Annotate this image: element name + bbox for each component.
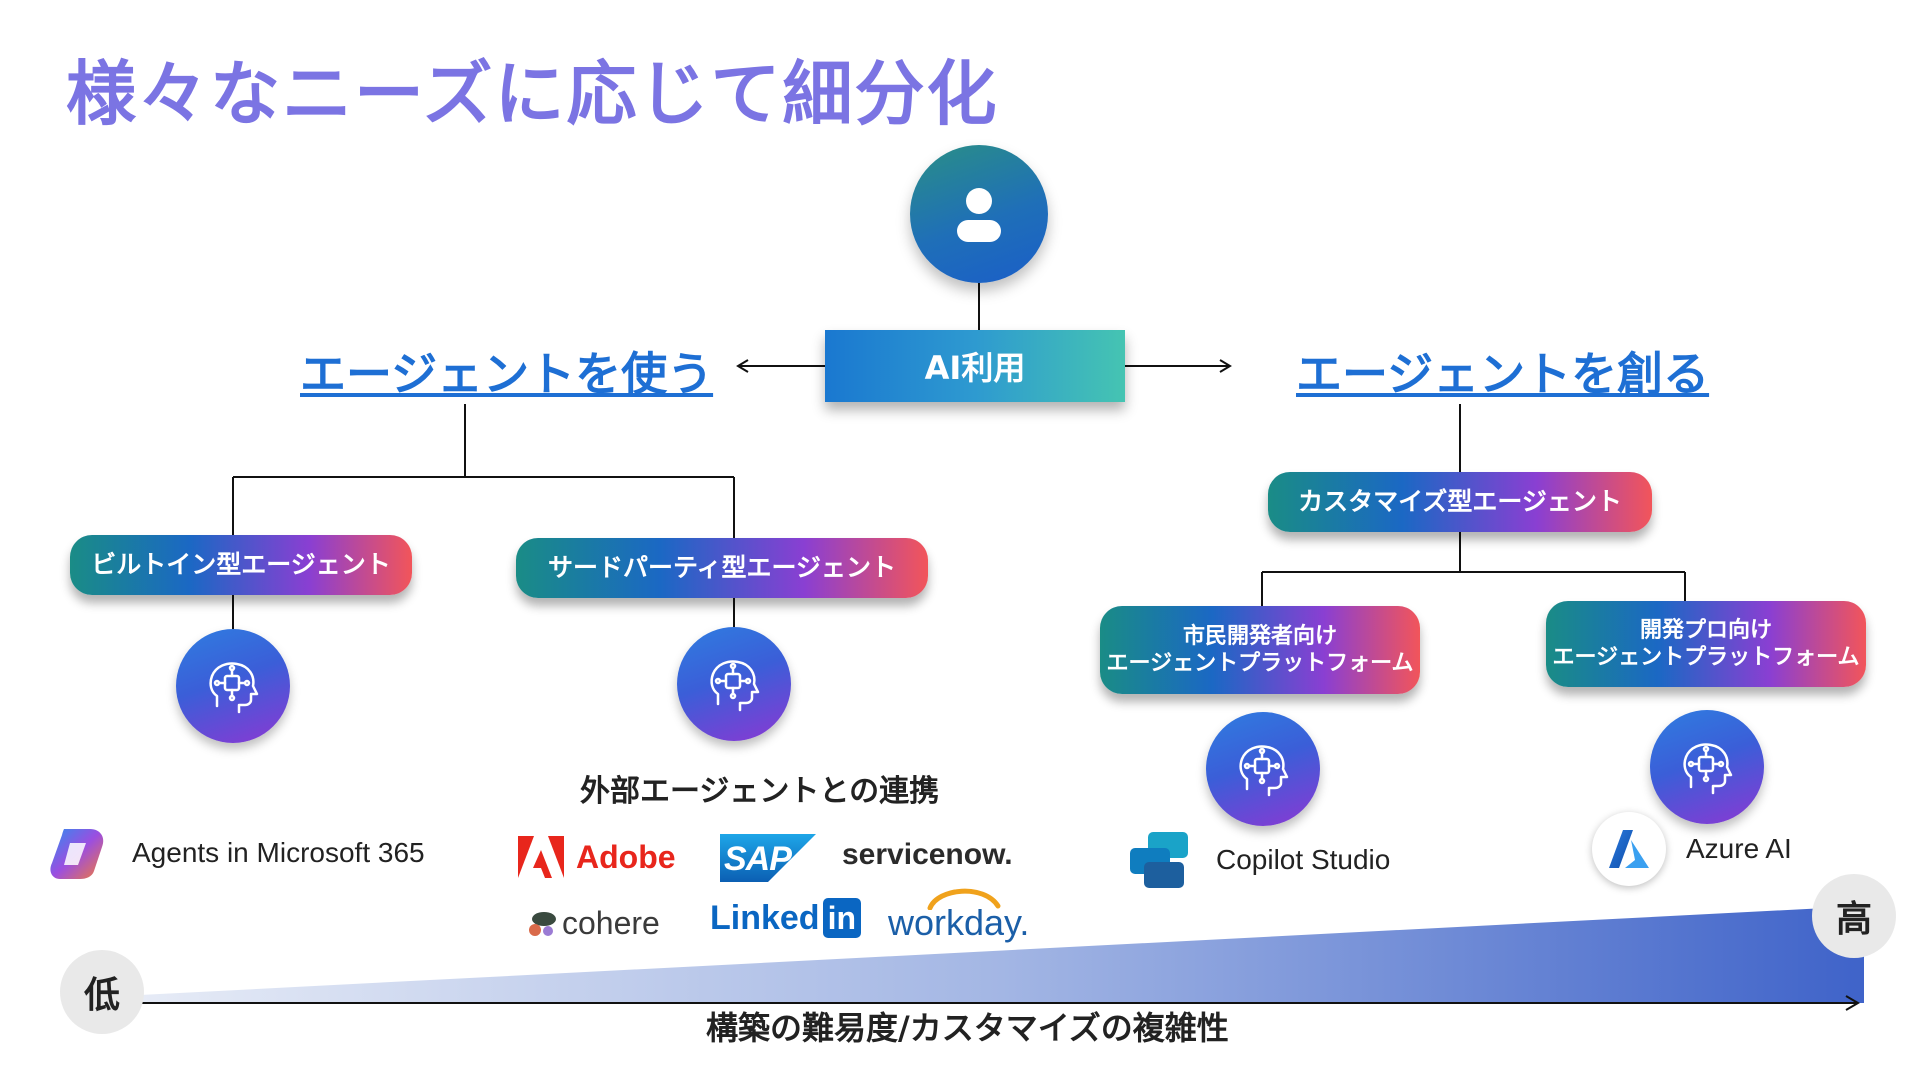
developer-pill-line1: 開発プロ向け — [1639, 617, 1772, 643]
developer-platform-pill: 開発プロ向け エージェントプラットフォーム — [1546, 601, 1866, 687]
builtin-agent-pill: ビルトイン型エージェント — [70, 535, 412, 595]
azure-badge — [1592, 812, 1666, 886]
copilot-studio-icon — [1130, 832, 1188, 888]
microsoft-365-copilot-icon — [50, 829, 104, 879]
ai-brain-icon — [1239, 745, 1289, 797]
adobe-label: Adobe — [576, 838, 676, 875]
builtin-brain-badge — [176, 629, 290, 743]
citizen-pill-line2: エージェントプラットフォーム — [1106, 651, 1414, 676]
page-title: 様々なニーズに応じて細分化 — [66, 53, 999, 135]
adobe-icon — [518, 836, 564, 878]
citizen-pill-line1: 市民開発者向け — [1182, 623, 1337, 649]
azure-icon — [1609, 830, 1649, 868]
citizen-platform-pill: 市民開発者向け エージェントプラットフォーム — [1100, 606, 1420, 694]
m365-label: Agents in Microsoft 365 — [132, 837, 425, 868]
use-agent-link[interactable]: エージェントを使う — [300, 347, 714, 401]
linkedin-in-badge: in — [822, 898, 862, 938]
sap-label: SAP — [724, 840, 792, 878]
workday-label: workday. — [888, 902, 1030, 943]
user-icon — [957, 188, 1001, 242]
user-avatar — [910, 145, 1048, 283]
cohere-label: cohere — [562, 905, 660, 941]
ai-brain-icon — [1683, 743, 1733, 795]
servicenow-label: servicenow. — [842, 838, 1013, 871]
azure-ai-label: Azure AI — [1686, 833, 1792, 864]
cohere-icon — [529, 911, 556, 936]
create-agent-link[interactable]: エージェントを創る — [1296, 347, 1710, 401]
third-party-brain-badge — [677, 627, 791, 741]
developer-brain-badge — [1650, 710, 1764, 824]
linkedin-label: Linked — [710, 898, 820, 937]
workday-arc-icon — [927, 888, 1001, 910]
sap-logo-shape — [720, 834, 816, 882]
citizen-brain-badge — [1206, 712, 1320, 826]
high-level-badge: 高 — [1812, 874, 1896, 958]
custom-agent-pill: カスタマイズ型エージェント — [1268, 472, 1652, 532]
cohere-logo: cohere — [528, 905, 660, 942]
adobe-logo: Adobe — [518, 836, 676, 878]
ai-usage-box: AI利用 — [825, 330, 1125, 402]
low-level-badge: 低 — [60, 950, 144, 1034]
azure-ai-product: Azure AI — [1592, 812, 1792, 886]
m365-product: Agents in Microsoft 365 — [46, 825, 425, 881]
external-agents-caption: 外部エージェントとの連携 — [580, 774, 940, 809]
developer-pill-line2: エージェントプラットフォーム — [1552, 645, 1860, 670]
third-party-agent-pill: サードパーティ型エージェント — [516, 538, 928, 598]
ai-brain-icon — [710, 660, 760, 712]
ai-brain-icon — [209, 662, 259, 714]
complexity-axis-label: 構築の難易度/カスタマイズの複雑性 — [706, 1009, 1229, 1047]
copilot-studio-product: Copilot Studio — [1126, 830, 1390, 890]
copilot-studio-label: Copilot Studio — [1216, 844, 1391, 875]
linkedin-logo: Linked in — [710, 898, 862, 938]
